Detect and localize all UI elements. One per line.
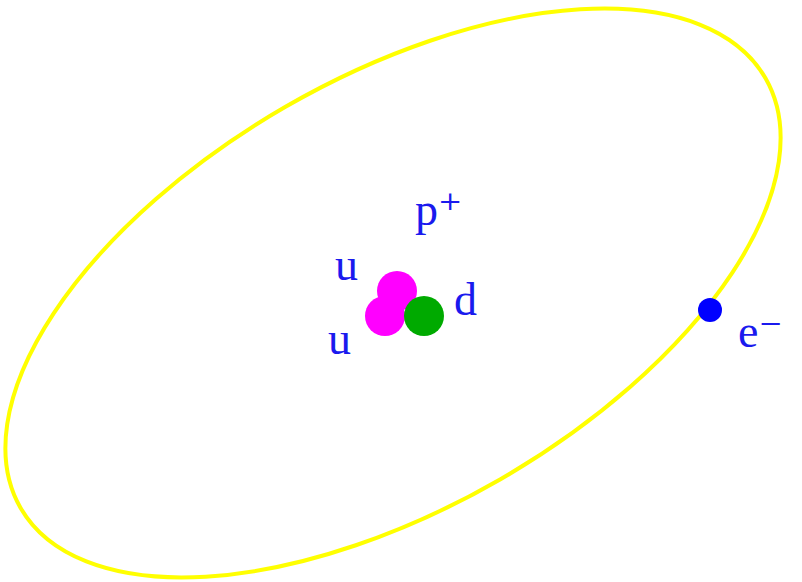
down-quark <box>404 296 444 336</box>
quark-label: u <box>328 316 351 362</box>
up-quark <box>365 296 405 336</box>
quark-label: u <box>335 242 358 288</box>
electron-dot <box>698 298 722 322</box>
quark-label: d <box>454 277 477 323</box>
particle-label: p⁺ <box>415 187 462 233</box>
particle-label: e⁻ <box>738 309 783 355</box>
